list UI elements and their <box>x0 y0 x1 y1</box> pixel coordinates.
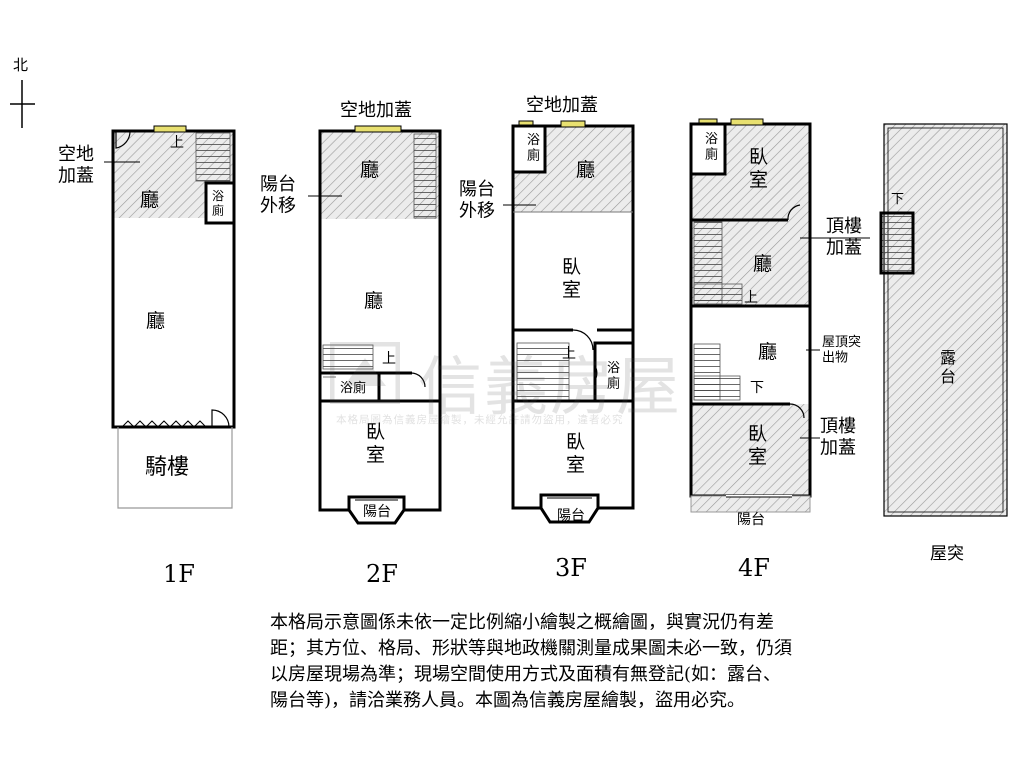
door <box>115 131 131 149</box>
disclaimer-line: 距；其方位、格局、形狀等與地政機關測量成果圖未必一致，仍須 <box>270 638 792 659</box>
balcony <box>539 493 600 524</box>
floor-label-1f: 1F <box>163 560 195 588</box>
door <box>410 372 426 388</box>
north-arrow-icon: 北 <box>10 56 35 128</box>
compass-label: 北 <box>13 56 28 74</box>
door <box>572 329 594 351</box>
terrace-area <box>883 123 1008 517</box>
stair-mark: 上 <box>382 351 396 367</box>
floor-1f: 上 <box>104 125 236 509</box>
floor-2f: 上 <box>308 125 442 525</box>
staircase <box>516 342 570 402</box>
label-2f-bath: 浴廁 <box>340 380 366 396</box>
arcade-outline <box>117 427 233 509</box>
disclaimer-line: 以房屋現場為準；現場空間使用方式及面積有無登記(如：露台、 <box>270 664 782 685</box>
label-1f-addition: 空地加蓋 <box>58 144 94 187</box>
floor-roof: 下 <box>879 123 1008 517</box>
bathroom <box>689 122 727 176</box>
floor-label-4f: 4F <box>738 554 770 582</box>
label-3f-balcony-move: 陽台外移 <box>459 179 495 222</box>
floor-label-3f: 3F <box>555 554 587 582</box>
stair-mark: 上 <box>562 346 576 362</box>
label-4f-roof-addition-1: 頂樓加蓋 <box>826 216 862 259</box>
label-1f-hall-top: 廳 <box>140 189 159 211</box>
label-4f-roof-protrusion: 屋頂突出物 <box>822 334 861 366</box>
floor-4f: 上 下 <box>689 118 870 513</box>
label-1f-arcade: 騎樓 <box>145 455 189 480</box>
label-4f-hall-1: 廳 <box>753 253 772 275</box>
stair-mark: 下 <box>891 192 904 207</box>
staircase <box>322 344 374 370</box>
floor-3f: 上 <box>503 120 635 524</box>
balcony <box>690 495 811 513</box>
door <box>789 403 805 419</box>
stair-up-mark: 上 <box>744 290 758 306</box>
disclaimer-line: 陽台等)，請洽業務人員。本圖為信義房屋繪製，盜用必究。 <box>270 690 746 711</box>
folding-door <box>121 420 207 428</box>
label-3f-addition: 空地加蓋 <box>526 95 598 116</box>
window <box>354 125 402 133</box>
window <box>730 118 764 126</box>
balcony <box>347 495 406 525</box>
room-labels: 空地加蓋 廳 浴廁 廳 騎樓 1F 空地加蓋 陽台外移 廳 廳 浴廁 臥室 陽台… <box>58 95 964 588</box>
disclaimer: 本格局示意圖係未依一定比例縮小繪製之概繪圖，與實況仍有差 距；其方位、格局、形狀… <box>270 610 900 714</box>
label-2f-bedroom: 臥室 <box>366 421 385 466</box>
label-4f-roof-addition-2: 頂樓加蓋 <box>820 416 856 459</box>
label-1f-bath: 浴廁 <box>212 189 224 217</box>
door <box>211 409 230 428</box>
label-4f-hall-2: 廳 <box>758 341 777 363</box>
label-1f-hall-main: 廳 <box>146 310 165 332</box>
stair-mark: 上 <box>170 135 184 151</box>
bathroom <box>204 181 236 225</box>
label-4f-balcony: 陽台 <box>737 512 765 528</box>
label-4f-bath: 浴廁 <box>705 132 718 163</box>
bathroom <box>511 124 547 174</box>
label-3f-bath-top: 浴廁 <box>527 133 540 164</box>
staircase <box>195 132 231 182</box>
label-2f-balcony-move: 陽台外移 <box>260 174 296 217</box>
label-2f-hall-top: 廳 <box>360 159 379 181</box>
staircase <box>413 133 437 219</box>
stair-down-mark: 下 <box>750 380 764 396</box>
label-3f-bedroom: 臥室 <box>566 431 585 476</box>
label-3f-hall-top: 廳 <box>576 159 595 181</box>
label-roof-terrace: 露台 <box>940 348 956 386</box>
disclaimer-line: 本格局示意圖係未依一定比例縮小繪製之概繪圖，與實況仍有差 <box>270 612 774 633</box>
label-2f-balcony: 陽台 <box>363 504 391 520</box>
label-3f-bedroom-mid: 臥室 <box>562 256 581 301</box>
label-2f-addition: 空地加蓋 <box>340 100 412 121</box>
door <box>787 204 801 221</box>
bathroom <box>593 341 635 403</box>
label-4f-bedroom-top: 臥室 <box>749 146 768 191</box>
window <box>560 120 586 128</box>
label-4f-bedroom: 臥室 <box>748 423 767 468</box>
label-3f-balcony: 陽台 <box>557 508 585 524</box>
floor-label-2f: 2F <box>366 560 398 588</box>
floor-label-roof: 屋突 <box>930 544 964 564</box>
window <box>153 125 187 133</box>
label-2f-hall-main: 廳 <box>364 290 383 312</box>
roof-stair-hatch <box>879 211 915 275</box>
label-3f-bath: 浴廁 <box>607 361 620 392</box>
